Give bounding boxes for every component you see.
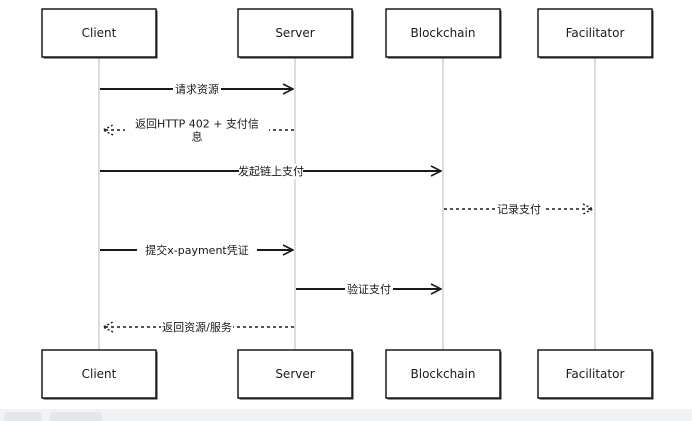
message-label: 请求资源 (175, 82, 219, 96)
actor-box (385, 8, 501, 58)
bottom-strip (0, 409, 692, 421)
message-label: 息 (192, 130, 203, 144)
actor-box (237, 8, 353, 58)
message-label: 验证支付 (347, 282, 391, 296)
actor-label: Facilitator (566, 367, 625, 381)
actor-label: Blockchain (411, 26, 476, 40)
actor-box (41, 8, 157, 58)
actor-box (537, 349, 653, 399)
message-label-bg (495, 202, 543, 217)
message-label-bg (345, 282, 393, 297)
actor-top-client: Client (41, 8, 158, 59)
actor-box (41, 349, 157, 399)
actor-top-server: Server (237, 8, 354, 59)
message-label-bg (173, 82, 221, 97)
message-label-bg (161, 320, 233, 335)
actor-bottom-blockchain: Blockchain (385, 349, 502, 400)
tab-shape (4, 412, 42, 421)
actor-label: Client (82, 26, 117, 40)
actor-box (537, 8, 653, 58)
message-label: 发起链上支付 (238, 164, 304, 178)
message-label: 返回HTTP 402 + 支付信 (135, 118, 259, 131)
message-label: 提交x-payment凭证 (145, 243, 248, 257)
actor-box (237, 349, 353, 399)
actor-label: Facilitator (566, 26, 625, 40)
actor-box (385, 349, 501, 399)
message-1: 请求资源 (100, 82, 293, 97)
message-3: 发起链上支付 (100, 164, 441, 179)
message-6: 验证支付 (296, 282, 441, 297)
message-4: 记录支付 (444, 202, 593, 217)
tab-shape (50, 412, 102, 421)
actor-bottom-client: Client (41, 349, 158, 400)
message-label-bg (137, 243, 257, 258)
message-5: 提交x-payment凭证 (100, 243, 293, 258)
message-label-bg (239, 164, 303, 179)
message-label: 记录支付 (497, 203, 541, 216)
actor-label: Client (82, 367, 117, 381)
actor-bottom-facilitator: Facilitator (537, 349, 654, 400)
actor-top-facilitator: Facilitator (537, 8, 654, 59)
actor-label: Blockchain (411, 367, 476, 381)
actor-label: Server (275, 26, 314, 40)
message-label-bg (125, 116, 269, 145)
message-label: 返回资源/服务 (162, 320, 232, 334)
actor-bottom-server: Server (237, 349, 354, 400)
actor-label: Server (275, 367, 314, 381)
actor-top-blockchain: Blockchain (385, 8, 502, 59)
message-7: 返回资源/服务 (103, 320, 294, 335)
